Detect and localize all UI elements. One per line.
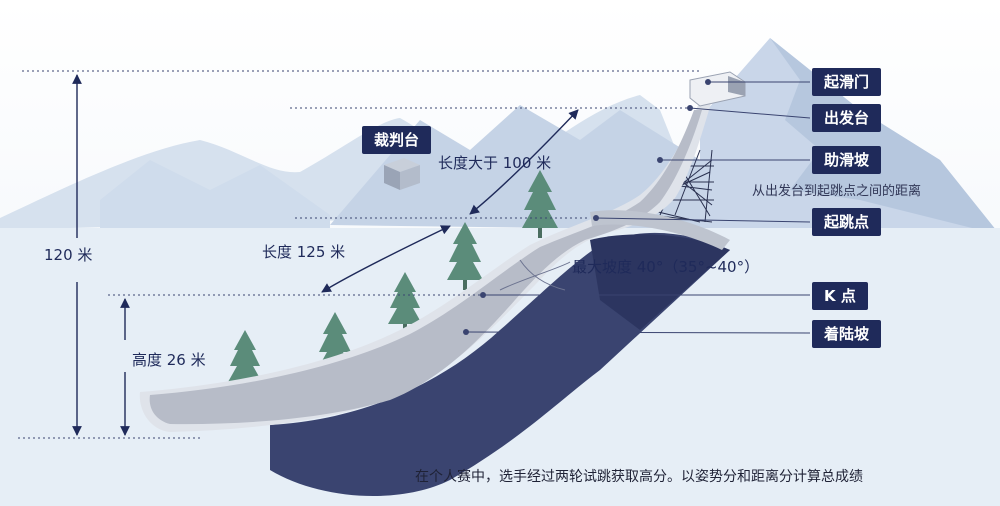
slope-length-label: 长度 125 米 [262, 243, 346, 261]
callout-lines [465, 81, 811, 334]
callout-dots [463, 79, 711, 335]
jump-slope [139, 71, 746, 497]
measurement-arrows [72, 74, 579, 436]
landing-height-label: 高度 26 米 [132, 351, 206, 369]
max-slope-label: 最大坡度 40°（35°~40°） [572, 258, 760, 276]
landing-slope-tag: 着陆坡 [812, 320, 882, 348]
inrun-length-label: 长度大于 100 米 [438, 154, 552, 172]
total-height-label: 120 米 [44, 246, 93, 264]
takeoff-platform-tag: 出发台 [812, 104, 882, 132]
k-point-tag: K 点 [812, 282, 868, 310]
reference-lines [18, 70, 700, 439]
footer-caption: 在个人赛中，选手经过两轮试跳获取高分。以姿势分和距离分计算总成绩 [415, 469, 863, 485]
judges-tower-tag: 裁判台 [362, 126, 432, 154]
judges-tower-box [384, 158, 420, 190]
start-gate-tag: 起滑门 [812, 68, 882, 96]
takeoff-point-tag: 起跳点 [812, 208, 882, 236]
inrun-note: 从出发台到起跳点之间的距离 [752, 184, 922, 199]
inrun-tag: 助滑坡 [812, 146, 882, 174]
tree-icon [447, 222, 483, 290]
